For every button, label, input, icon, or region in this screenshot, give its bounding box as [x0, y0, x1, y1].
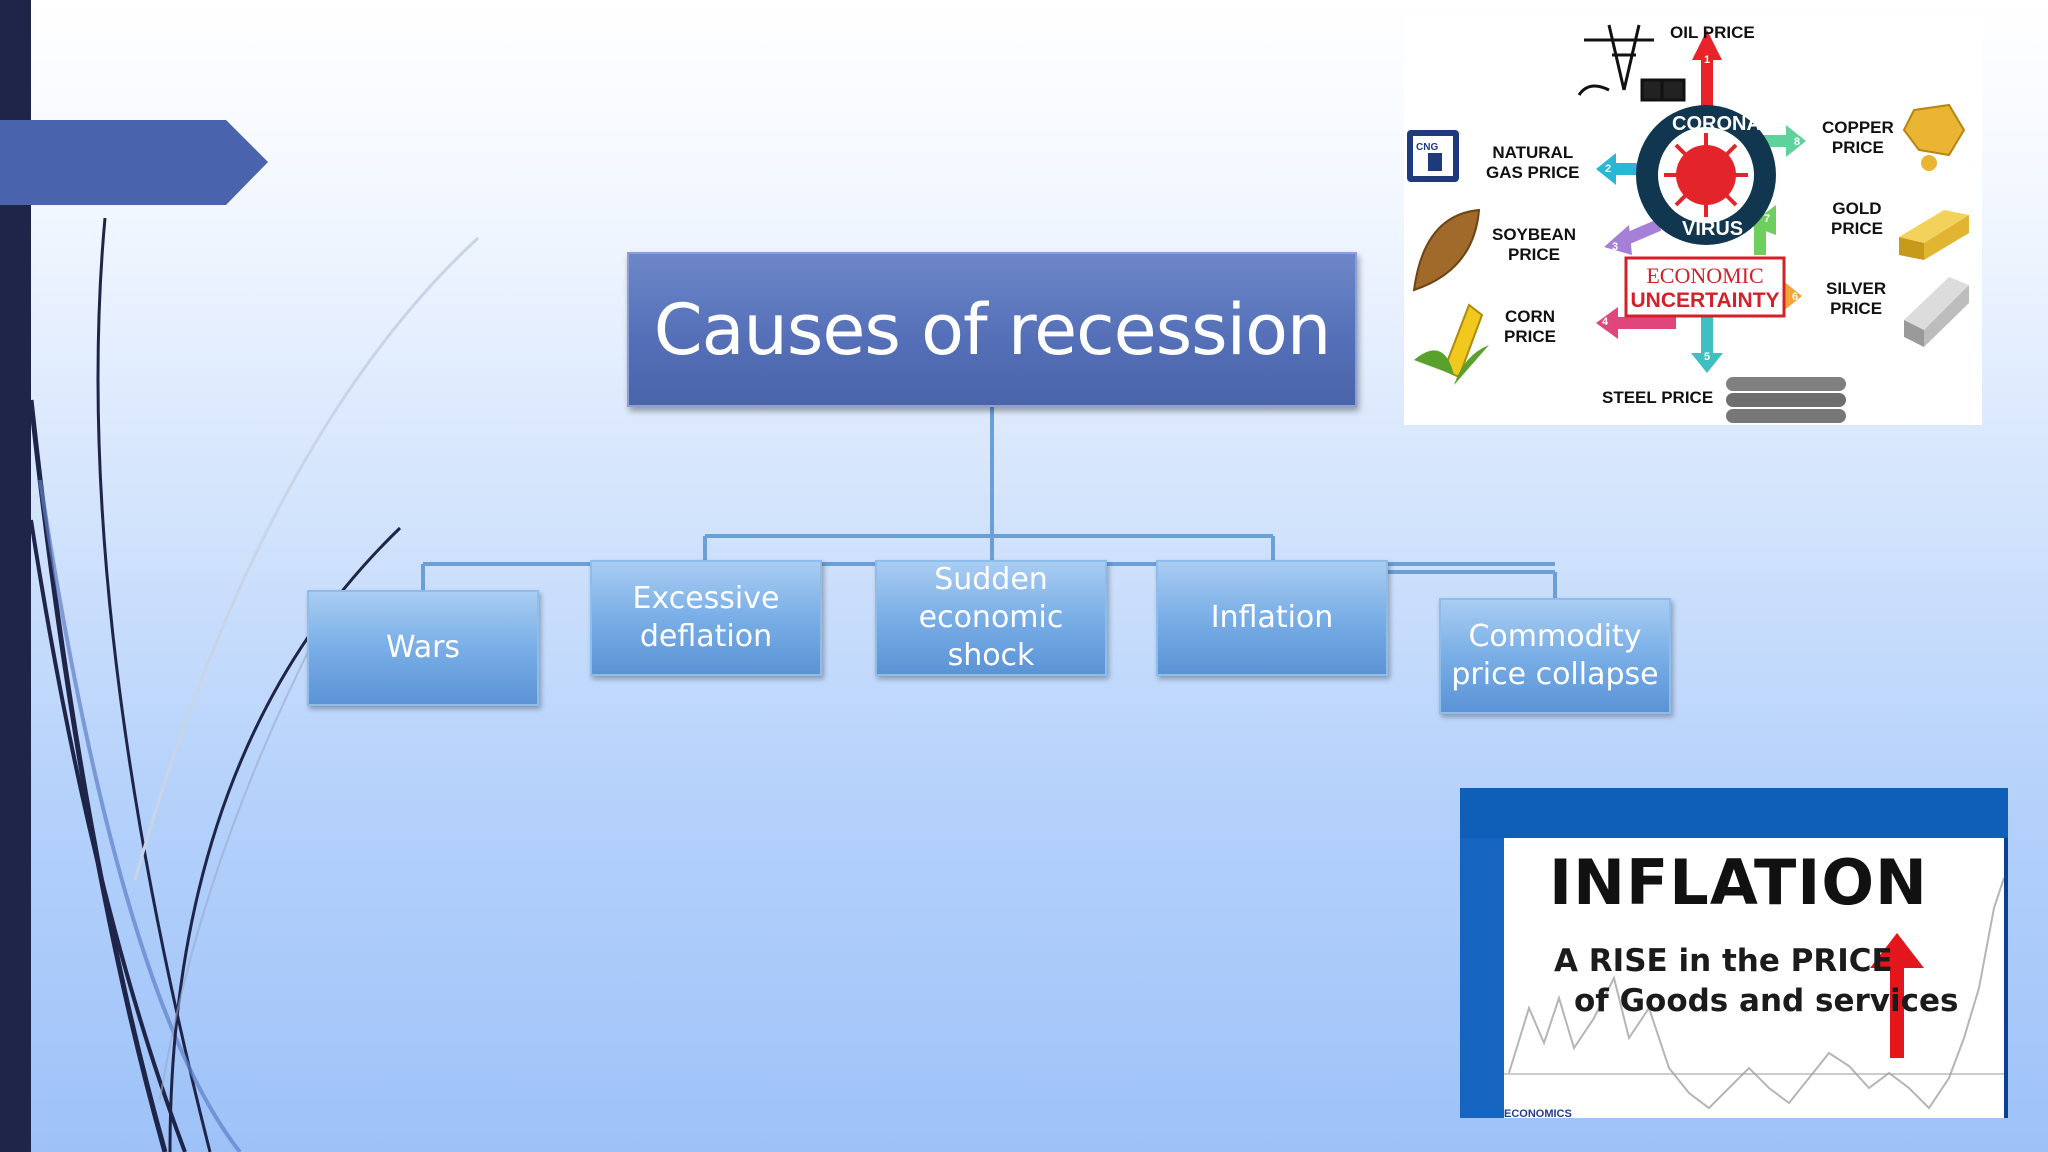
economic-uncertainty-box: ECONOMIC UNCERTAINTY [1624, 256, 1786, 318]
commodity-prices-image: CNG [1404, 15, 1982, 425]
decorative-curves [28, 217, 480, 1152]
steel-bars-icon [1726, 377, 1846, 423]
label-silver-price: SILVER PRICE [1826, 279, 1887, 318]
label-steel-price: STEEL PRICE [1602, 388, 1714, 407]
soybean-icon [1412, 208, 1481, 292]
diagram-title: Causes of recession [653, 288, 1332, 371]
inflation-title: INFLATION [1549, 846, 1928, 919]
arrow-number-2: 2 [1605, 163, 1611, 175]
inflation-line2: of Goods and services [1574, 983, 1959, 1019]
commodity-illustration: CNG [1407, 24, 1969, 423]
copper-nugget-icon [1902, 103, 1966, 171]
arrow-number-1: 1 [1704, 54, 1710, 66]
label-natural-gas-price: NATURAL GAS PRICE [1486, 143, 1580, 182]
up-arrow-icon [1870, 933, 1924, 1058]
uncertainty-text: UNCERTAINTY [1631, 289, 1780, 312]
cng-icon: CNG [1407, 130, 1459, 182]
inflation-card: INFLATION A RISE in the PRICE of Goods a… [1504, 838, 2004, 1118]
virus-text: VIRUS [1682, 218, 1743, 240]
cause-commodity-price-collapse: Commodity price collapse [1439, 598, 1671, 714]
label-gold-price: GOLD PRICE [1831, 199, 1883, 238]
cng-text: CNG [1416, 142, 1438, 153]
corn-icon [1414, 303, 1489, 385]
corona-text: CORONA [1672, 113, 1761, 135]
label-oil-price: OIL PRICE [1670, 23, 1755, 42]
economics-brand: ECONOMICS [1504, 1108, 1572, 1118]
inflation-image: INFLATION A RISE in the PRICE of Goods a… [1460, 788, 2008, 1118]
cause-wars: Wars [307, 590, 539, 706]
arrow-number-5: 5 [1704, 351, 1710, 363]
tab-arrow-shape [0, 120, 268, 205]
inflation-background [1460, 788, 2008, 1118]
gold-bar-icon [1899, 210, 1969, 260]
diagram-title-box: Causes of recession [627, 252, 1357, 407]
cause-excessive-deflation: Excessive deflation [590, 560, 822, 676]
cause-sudden-economic-shock: Sudden economic shock [875, 560, 1107, 676]
arrow-number-3: 3 [1612, 241, 1618, 253]
silver-bar-icon [1904, 277, 1969, 347]
corona-virus-icon: CORONA VIRUS [1636, 105, 1776, 245]
economic-text: ECONOMIC [1646, 263, 1763, 288]
label-corn-price: CORN PRICE [1504, 307, 1556, 346]
arrow-number-4: 4 [1602, 316, 1609, 328]
inflation-line1: A RISE in the PRICE [1554, 943, 1893, 979]
inflation-line-graph [1504, 877, 2004, 1110]
oil-rig-icon [1577, 24, 1686, 102]
arrow-number-7: 7 [1764, 213, 1770, 225]
cause-inflation: Inflation [1156, 560, 1388, 676]
label-copper-price: COPPER PRICE [1822, 118, 1894, 157]
arrow-number-8: 8 [1794, 136, 1800, 148]
arrow-number-6: 6 [1792, 291, 1798, 303]
label-soybean-price: SOYBEAN PRICE [1492, 225, 1577, 264]
